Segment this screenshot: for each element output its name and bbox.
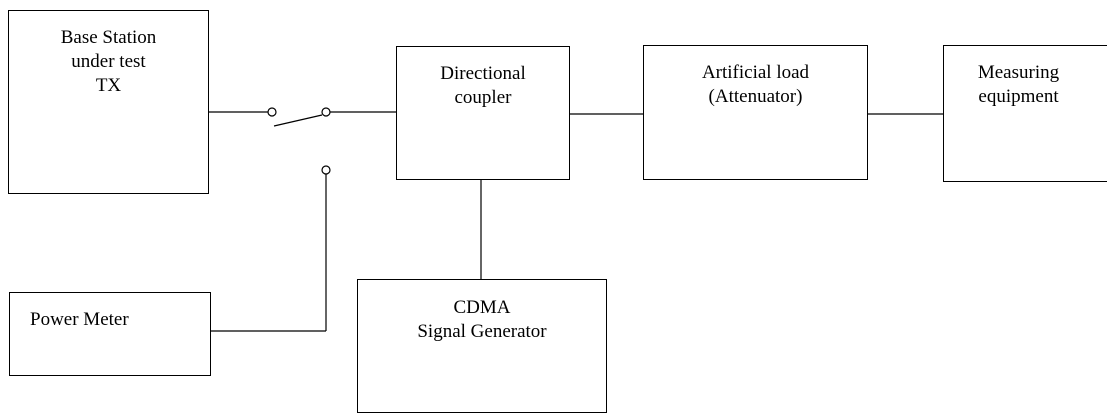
base-station-label-line: Base Station xyxy=(60,27,157,48)
power-meter-block: Power Meter xyxy=(9,292,211,376)
artificial-load-label-line: (Attenuator) xyxy=(708,86,803,107)
cdma-signal-generator-block: CDMA Signal Generator xyxy=(357,279,607,413)
switch-blade xyxy=(273,114,323,127)
measuring-equipment-block: Measuring equipment xyxy=(943,45,1107,182)
switch-contact-power-meter xyxy=(321,165,331,175)
cdma-signal-generator-label-line: CDMA xyxy=(453,297,511,318)
artificial-load-label-line: Artificial load xyxy=(701,62,810,83)
base-station-label-line: TX xyxy=(95,75,122,96)
power-meter-label-line: Power Meter xyxy=(30,309,129,330)
cdma-signal-generator-label-line: Signal Generator xyxy=(417,321,547,342)
switch-pole-terminal xyxy=(267,107,277,117)
directional-coupler-label-line: coupler xyxy=(454,87,512,108)
power-meter-label: Power Meter xyxy=(30,308,129,332)
base-station-block: Base Station under test TX xyxy=(8,10,209,194)
directional-coupler-block: Directional coupler xyxy=(396,46,570,180)
measuring-equipment-label-line: equipment xyxy=(978,86,1059,107)
base-station-label-line: under test xyxy=(71,51,146,72)
artificial-load-block: Artificial load (Attenuator) xyxy=(643,45,868,180)
switch-contact-coupler xyxy=(321,107,331,117)
directional-coupler-label: Directional coupler xyxy=(397,62,569,110)
measuring-equipment-label-line: Measuring xyxy=(977,62,1060,83)
base-station-label: Base Station under test TX xyxy=(9,26,208,98)
artificial-load-label: Artificial load (Attenuator) xyxy=(644,61,867,109)
cdma-signal-generator-label: CDMA Signal Generator xyxy=(358,296,606,344)
directional-coupler-label-line: Directional xyxy=(440,63,526,84)
measuring-equipment-label: Measuring equipment xyxy=(944,61,1093,109)
